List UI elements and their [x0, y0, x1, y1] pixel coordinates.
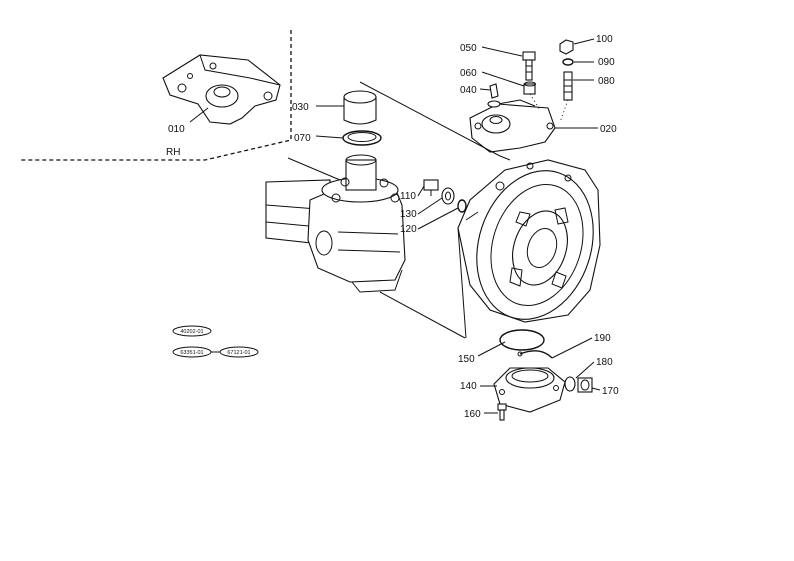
grease-fitting-040-drawing [487, 83, 501, 108]
ref-code-label[interactable]: 67121-01 [227, 350, 250, 356]
part-number-label[interactable]: 070 [294, 133, 311, 144]
part-number-label[interactable]: 170 [602, 386, 619, 397]
part-number-label[interactable]: 130 [400, 209, 417, 220]
part-number-label[interactable]: 090 [598, 57, 615, 68]
part-number-label[interactable]: 020 [600, 124, 617, 135]
rh-boundary-dashed-line [20, 30, 292, 161]
plug-170-drawing [577, 377, 593, 393]
snap-ring-190-drawing [517, 350, 553, 359]
bracket-rh-drawing [162, 54, 281, 125]
reference-codes: 40202-01 63351-01 67121-01 [172, 325, 259, 358]
stud-080-drawing [563, 71, 573, 101]
part-number-label[interactable]: 060 [460, 68, 477, 79]
o-ring-150-drawing [499, 329, 545, 351]
cover-140-drawing [493, 367, 566, 413]
leader-lines [315, 38, 601, 414]
bolt-160-drawing [497, 403, 507, 421]
part-number-label[interactable]: 100 [596, 34, 613, 45]
washer-090-drawing [562, 58, 574, 66]
part-number-label[interactable]: 120 [400, 224, 417, 235]
sleeve-030-drawing [343, 90, 377, 125]
part-number-label[interactable]: 030 [292, 102, 309, 113]
part-number-label[interactable]: 190 [594, 333, 611, 344]
axle-housing-drawing [265, 154, 406, 293]
nut-100-drawing [559, 39, 574, 55]
bolt-110-drawing [423, 179, 439, 196]
part-number-label[interactable]: 010 [168, 124, 185, 135]
seal-070-drawing [342, 130, 382, 146]
upper-bracket-020-drawing [469, 99, 556, 153]
part-number-label[interactable]: 150 [458, 354, 475, 365]
part-number-label[interactable]: 140 [460, 381, 477, 392]
part-number-label[interactable]: 160 [464, 409, 481, 420]
seal-180-drawing [564, 376, 576, 392]
part-number-label[interactable]: 050 [460, 43, 477, 54]
part-number-label[interactable]: 180 [596, 357, 613, 368]
washer-120-drawing [457, 199, 467, 213]
brake-drum-drawing [457, 159, 601, 323]
rh-side-label: RH [166, 147, 180, 158]
assembly-guide-lines [287, 81, 511, 339]
collar-060-drawing [523, 81, 536, 95]
part-number-label[interactable]: 040 [460, 85, 477, 96]
part-number-label[interactable]: 080 [598, 76, 615, 87]
washer-130-drawing [441, 187, 455, 205]
ref-code-label[interactable]: 40202-01 [180, 329, 203, 335]
bolt-050-drawing [522, 51, 536, 81]
ref-code-label[interactable]: 63351-01 [180, 350, 203, 356]
part-number-label[interactable]: 110 [400, 191, 416, 202]
